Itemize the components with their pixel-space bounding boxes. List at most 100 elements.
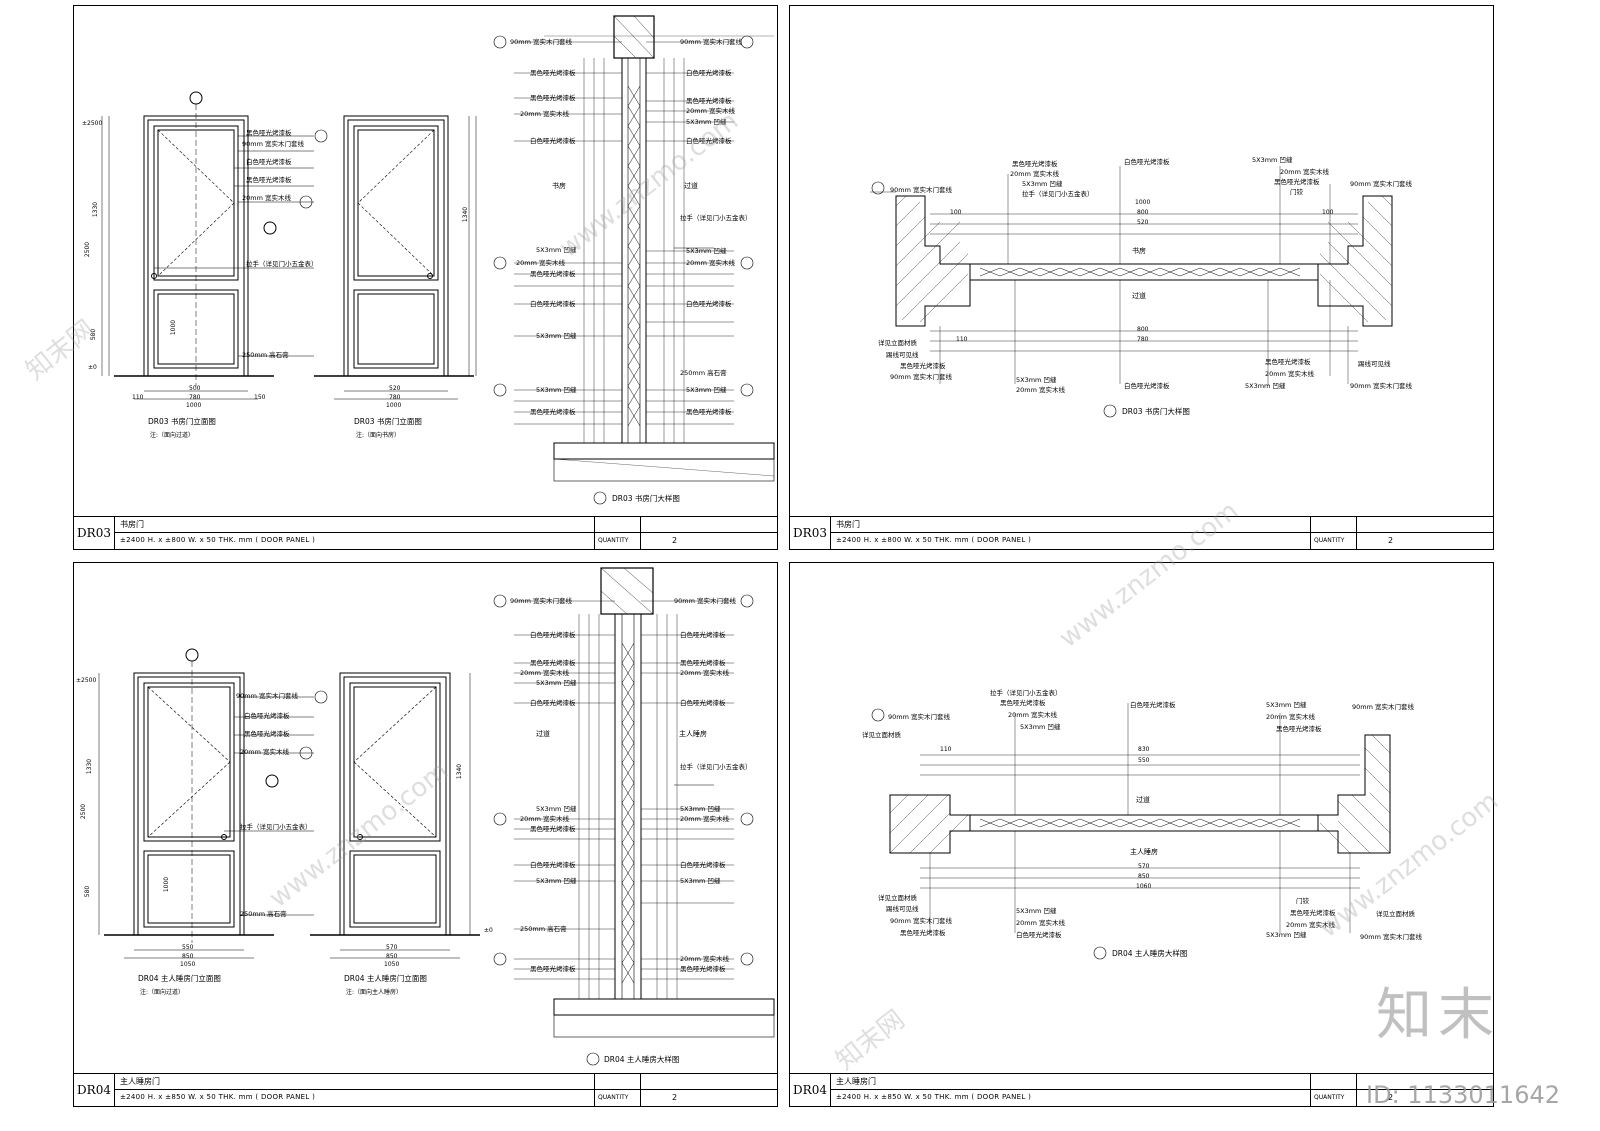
sheet-dr04-title-block: DR04 主人睡房门 ±2400 H. x ±850 W. x 50 THK. …: [74, 1073, 777, 1106]
sheet-dr04-plan-title-block: DR04 主人睡房门 ±2400 H. x ±850 W. x 50 THK. …: [790, 1073, 1493, 1106]
dr03-label-black-panel-2: 黑色哑光烤漆板: [246, 176, 292, 184]
dr04-height-b: 1340: [456, 763, 464, 780]
sheet-dr03-title-block: DR03 书房门 ±2400 H. x ±800 W. x 50 THK. mm…: [74, 516, 777, 549]
dr04-plan-b-finish: 详见立面材质: [878, 894, 917, 902]
sheet-code: DR03: [74, 517, 115, 549]
dr04-plan-b-wood: 20mm 宽实木线: [1016, 919, 1066, 927]
dr04-width-mid: 850: [182, 953, 194, 960]
dr03-plan-b-r-groove: 5X3mm 凹缝: [1245, 382, 1286, 390]
dr03-b-width-mid: 780: [389, 394, 401, 401]
sheet-door-name: 主人睡房门: [120, 1077, 160, 1086]
sheet-dr04-plan: 830 550 110 570 850 1060 过道 主人睡房 90mm 宽实…: [789, 562, 1494, 1107]
dr04-plan-bottom-850: 850: [1138, 873, 1150, 880]
dr03-plan-520: 520: [1137, 219, 1149, 226]
dr03-sec-r8: 5X3mm 凹缝: [686, 247, 727, 255]
dr03-plan-caption: DR03 书房门大样图: [1122, 407, 1190, 416]
dr03-sec-l4: 20mm 宽实木线: [520, 110, 570, 118]
dr04-sec-l7: 5X3mm 凹缝: [536, 805, 577, 813]
dr03-sec-r5: 5X3mm 凹缝: [686, 118, 727, 126]
dr04-plan-room-corridor: 过道: [1136, 796, 1150, 804]
sheet-door-spec: ±2400 H. x ±800 W. x 50 THK. mm ( DOOR P…: [836, 536, 1032, 544]
dr03-sec-r7: 拉手（详见门小五金表）: [680, 214, 752, 222]
sheet-dr04-elevation: ±2500 1330 2500 580 1340 ±0 1000 550 850…: [73, 562, 778, 1107]
dr04-b-width-mid: 850: [386, 953, 398, 960]
dr04-sec-r8: 20mm 宽实木线: [680, 815, 730, 823]
dr04-plan-l-wood: 20mm 宽实木线: [1008, 711, 1058, 719]
dr03-plan-b-skirting: 踢线可见线: [886, 351, 919, 359]
dr03-elevation-a-caption: DR03 书房门立面图: [148, 417, 216, 426]
dr04-sec-r12: 黑色哑光烤漆板: [680, 965, 726, 973]
dr04-plan-r-groove: 5X3mm 凹缝: [1266, 701, 1307, 709]
dr04-elevation-a-caption: DR04 主人睡房门立面图: [138, 974, 221, 983]
dr04-plan-b-skirting: 踢线可见线: [886, 905, 919, 913]
dr03-plan-b-r-wood: 20mm 宽实木线: [1265, 370, 1315, 378]
dr04-plan-r-black: 黑色哑光烤漆板: [1276, 725, 1322, 733]
dr04-width-inner: 550: [182, 944, 194, 951]
dr03-sec-r11: 250mm 高石膏: [680, 369, 727, 377]
dr04-elevation-b-caption: DR04 主人睡房门立面图: [344, 974, 427, 983]
dr04-sec-r4: 20mm 宽实木线: [680, 669, 730, 677]
dr04-plan-b-r-black: 黑色哑光烤漆板: [1290, 909, 1336, 917]
dr03-sec-r1: 90mm 宽实木门套线: [680, 38, 743, 46]
dr04-elevation-drawing: [98, 567, 775, 1066]
dr04-height-total: 2500: [80, 803, 88, 820]
dr03-width-side: 110: [132, 394, 144, 401]
dr04-sec-r5: 白色哑光烤漆板: [680, 699, 726, 707]
dr03-sec-r6: 白色哑光烤漆板: [686, 137, 732, 145]
sheet-door-name: 书房门: [120, 520, 144, 529]
dr03-plan-100-l: 100: [950, 209, 962, 216]
dr03-plan-l-wood: 20mm 宽实木线: [1010, 170, 1060, 178]
dr04-sec-r9: 白色哑光烤漆板: [680, 861, 726, 869]
dr03-b-width-total: 1000: [386, 402, 402, 409]
dr03-plan-l-handle: 拉手（详见门小五金表）: [1022, 190, 1094, 198]
dr03-plan-1000: 1000: [1135, 199, 1151, 206]
dr03-sec-r2: 白色哑光烤漆板: [686, 69, 732, 77]
dr04-elevation-b-note: 注:（面向主人睡房）: [346, 989, 403, 996]
dr03-plan-r-frame: 90mm 宽实木门套线: [1350, 180, 1413, 188]
dr03-label-marble: 250mm 高石膏: [242, 351, 289, 359]
dr03-sec-l9: 白色哑光烤漆板: [530, 300, 576, 308]
dr04-label-black-panel: 黑色哑光烤漆板: [244, 730, 290, 738]
sheet-door-name: 主人睡房门: [836, 1077, 876, 1086]
dr04-sec-l3: 黑色哑光烤漆板: [530, 659, 576, 667]
quantity-label: QUANTITY: [598, 537, 629, 544]
dr03-label-handle: 拉手（详见门小五金表）: [246, 260, 318, 268]
dr03-plan-l-groove: 5X3mm 凹缝: [1022, 180, 1063, 188]
sheet-door-spec: ±2400 H. x ±850 W. x 50 THK. mm ( DOOR P…: [120, 1093, 316, 1101]
dr04-label-frame-trim: 90mm 宽实木门套线: [236, 692, 299, 700]
dr04-plan-550: 550: [1138, 757, 1150, 764]
dr04-sec-l8: 20mm 宽实木线: [520, 815, 570, 823]
dr03-height-upper: 1330: [92, 201, 100, 218]
dr04-height-lower: 580: [84, 885, 92, 898]
dr03-plan-b-finish: 详见立面材质: [878, 339, 917, 347]
dr04-sec-l1: 90mm 宽实木门套线: [510, 597, 573, 605]
dr04-plan-bottom-570: 570: [1138, 863, 1150, 870]
dr03-plan-l-white: 白色哑光烤漆板: [1124, 158, 1170, 166]
dr03-plan-b-frame: 90mm 宽实木门套线: [890, 373, 953, 381]
sheet-door-spec: ±2400 H. x ±800 W. x 50 THK. mm ( DOOR P…: [120, 536, 316, 544]
dr03-room-corridor: 过道: [684, 182, 698, 190]
dr03-plan-bottom-800: 800: [1137, 326, 1149, 333]
dr04-sec-l2: 白色哑光烤漆板: [530, 631, 576, 639]
dr03-sec-l1: 90mm 宽实木门套线: [510, 38, 573, 46]
dr04-plan-b-r-hinge: 门铰: [1296, 897, 1309, 905]
dr04-plan-drawing: [871, 703, 1391, 960]
dr03-sec-l8: 黑色哑光烤漆板: [530, 270, 576, 278]
dr03-plan-r-hinge: 门铰: [1290, 188, 1303, 196]
dr04-plan-b-r-finish: 详见立面材质: [1376, 910, 1415, 918]
sheet-code: DR03: [790, 517, 831, 549]
dr03-plan-b-r-skirting: 踢线可见线: [1358, 360, 1391, 368]
dr04-sec-r3: 黑色哑光烤漆板: [680, 659, 726, 667]
dr04-plan-l-white: 白色哑光烤漆板: [1130, 701, 1176, 709]
quantity-value: 2: [1388, 1093, 1394, 1102]
dr04-sec-r11: 20mm 宽实木线: [680, 955, 730, 963]
dr04-plan-b-r-groove: 5X3mm 凹缝: [1266, 931, 1307, 939]
dr04-height-zero: ±0: [484, 927, 493, 934]
sheet-dr03-elevation: ±2500 1330 2500 580 ±0 1340 1000 500 780…: [73, 5, 778, 550]
dr03-width-inner: 500: [189, 385, 201, 392]
dr04-sec-r6: 拉手（详见门小五金表）: [680, 763, 752, 771]
dr04-sec-l10: 白色哑光烤漆板: [530, 861, 576, 869]
dr03-sec-l11: 5X3mm 凹缝: [536, 386, 577, 394]
dr04-sec-l12: 250mm 高石膏: [520, 925, 567, 933]
dr04-sec-l13: 黑色哑光烤漆板: [530, 965, 576, 973]
